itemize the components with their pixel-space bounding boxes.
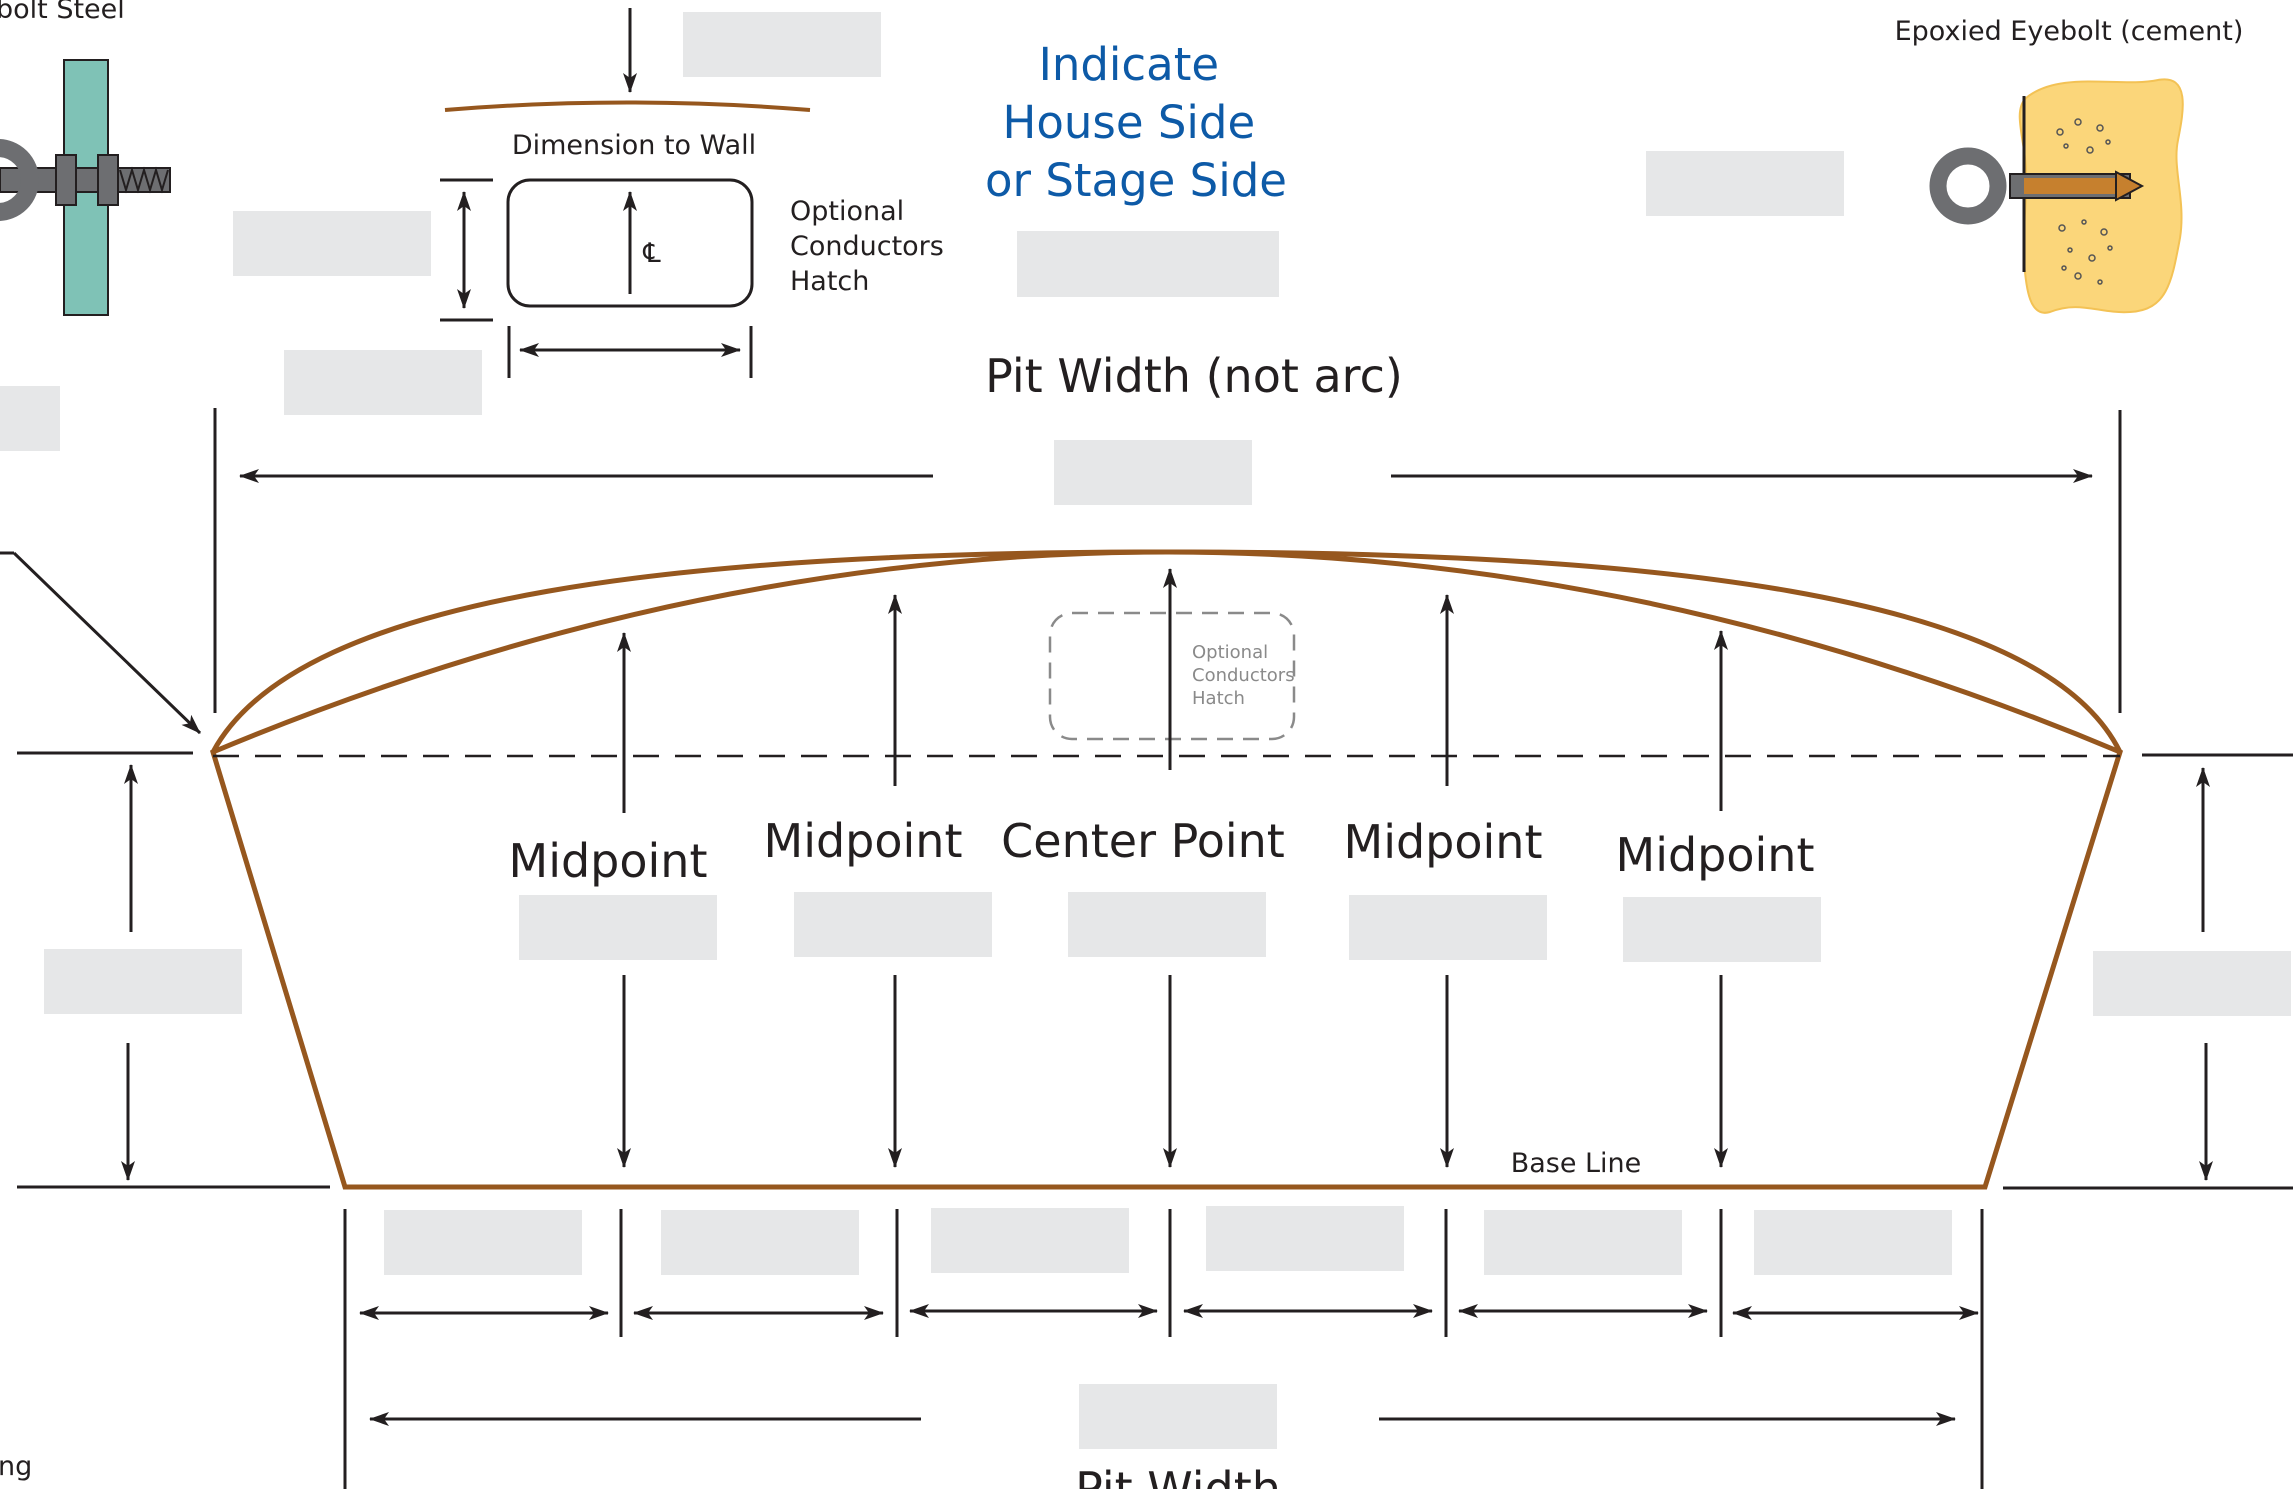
pointer-arrow: [12, 551, 202, 735]
midpoint-1-depth-field[interactable]: [519, 895, 717, 960]
pit-width-not-arc-field[interactable]: [1054, 440, 1252, 505]
optional-hatch-outline: [506, 178, 754, 308]
pit-width-not-arc-label: Pit Width (not arc): [985, 349, 1403, 403]
hatch-width-field[interactable]: [284, 350, 482, 415]
optional-hatch-center-label: Optional Conductors Hatch: [1192, 642, 1300, 709]
eyebolt-steel-label: bolt Steel: [0, 0, 125, 25]
steel-eyebolt-icon: [0, 59, 171, 316]
indicate-side-label: Indicate House Side or Stage Side: [985, 38, 1287, 207]
right-height-field[interactable]: [2093, 951, 2291, 1016]
midpoint-3-depth-field[interactable]: [1349, 895, 1547, 960]
base-line-label: Base Line: [1511, 1148, 1642, 1179]
midpoint-3-label: Midpoint: [1344, 815, 1543, 869]
midpoint-2-depth-field[interactable]: [794, 892, 992, 957]
center-point-label: Center Point: [1001, 814, 1285, 868]
segment-4-field[interactable]: [1206, 1206, 1404, 1271]
pit-width-field[interactable]: [1079, 1384, 1277, 1449]
midpoint-1-label: Midpoint: [509, 834, 708, 888]
centerline-symbol: ℄: [642, 238, 661, 269]
segment-2-field[interactable]: [661, 1210, 859, 1275]
left-edge-fragment-label: ng: [0, 1451, 32, 1482]
pit-width-bottom-label: Pit Width: [1075, 1462, 1281, 1489]
epoxied-eyebolt-icon: [1929, 78, 2184, 314]
segment-5-field[interactable]: [1484, 1210, 1682, 1275]
eyebolt-type-field[interactable]: [1646, 151, 1844, 216]
center-point-depth-field[interactable]: [1068, 892, 1266, 957]
segment-1-field[interactable]: [384, 1210, 582, 1275]
optional-hatch-label: Optional Conductors Hatch: [790, 196, 952, 297]
wall-distance-field[interactable]: [683, 12, 881, 77]
segment-6-field[interactable]: [1754, 1210, 1952, 1275]
optional-hatch-dashed: [1048, 611, 1296, 741]
midpoint-4-depth-field[interactable]: [1623, 897, 1821, 962]
left-height-field[interactable]: [44, 949, 242, 1014]
pit-outline: [209, 549, 2124, 1190]
segment-3-field[interactable]: [931, 1208, 1129, 1273]
side-field[interactable]: [1017, 231, 1279, 297]
pit-lip-arc: [210, 549, 2123, 754]
hatch-depth-field[interactable]: [233, 211, 431, 276]
dimension-to-wall-label: Dimension to Wall: [512, 130, 756, 161]
stage-wall-arc: [444, 100, 811, 112]
left-edge-field[interactable]: [0, 386, 60, 451]
midpoint-4-label: Midpoint: [1616, 828, 1815, 882]
epoxied-eyebolt-label: Epoxied Eyebolt (cement): [1895, 16, 2244, 47]
midpoint-2-label: Midpoint: [764, 814, 963, 868]
